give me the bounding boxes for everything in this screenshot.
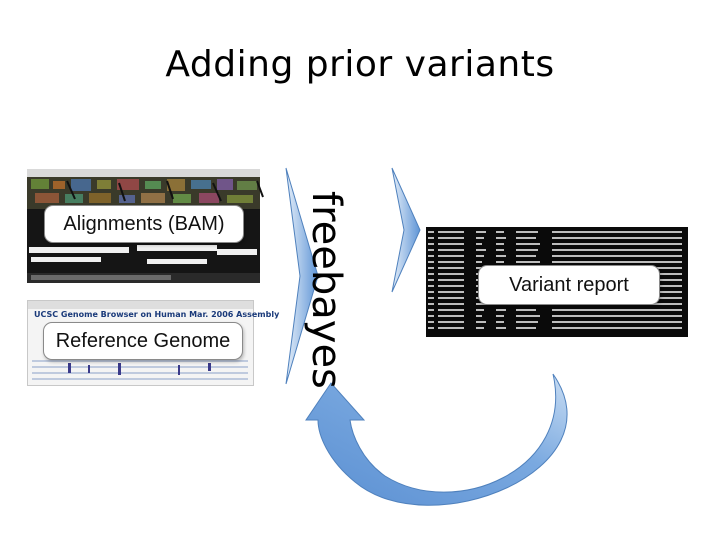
reference-thumb-toolbar	[28, 301, 253, 309]
reference-thumb-header: UCSC Genome Browser on Human Mar. 2006 A…	[34, 310, 280, 319]
reference-thumbnail-art	[32, 360, 248, 380]
reference-label: Reference Genome	[43, 322, 243, 360]
alignments-label: Alignments (BAM)	[44, 205, 244, 243]
feedback-loop-arrow	[305, 373, 568, 506]
input-arrow	[285, 167, 319, 385]
output-arrow	[391, 167, 421, 293]
variant-report-label: Variant report	[478, 265, 660, 305]
freebayes-label: freebayes	[303, 191, 349, 389]
slide-title: Adding prior variants	[165, 44, 555, 85]
